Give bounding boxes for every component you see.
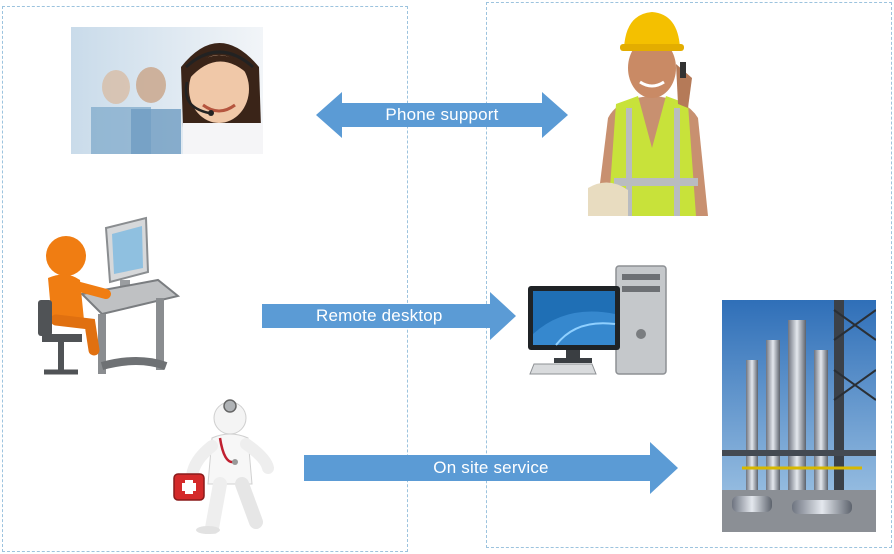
field-worker-image [588, 8, 716, 216]
remote-desktop-label: Remote desktop [316, 306, 443, 325]
medic-figure-image [168, 398, 276, 534]
on-site-service-label: On site service [433, 458, 549, 477]
industrial-plant-image [722, 300, 876, 532]
call-center-agent-image [71, 27, 263, 154]
desktop-computer-image [526, 264, 668, 376]
remote-desktop-arrow: Remote desktop [262, 292, 516, 340]
left-panel-border [2, 6, 408, 552]
right-panel-border [486, 2, 892, 548]
person-at-computer-image [38, 216, 180, 388]
phone-support-label: Phone support [385, 105, 499, 124]
on-site-service-arrow: On site service [304, 442, 678, 494]
phone-support-arrow: Phone support [316, 92, 568, 138]
